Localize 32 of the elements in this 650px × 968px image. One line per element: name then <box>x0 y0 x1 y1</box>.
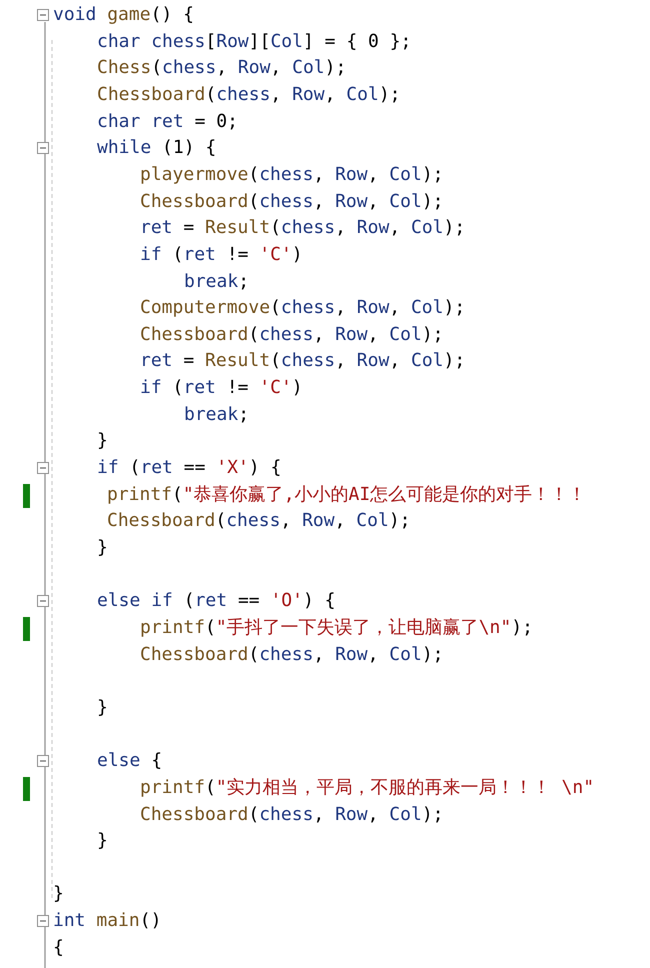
code-line: Chessboard(chess, Row, Col); <box>140 190 444 213</box>
code-line: else if (ret == 'O') { <box>97 590 336 612</box>
code-line: if (ret != 'C') <box>140 244 303 266</box>
code-line: Chessboard(chess, Row, Col); <box>140 804 444 826</box>
code-line: playermove(chess, Row, Col); <box>140 164 444 186</box>
code-line: char chess[Row][Col] = { 0 }; <box>97 30 412 53</box>
code-line: Chessboard(chess, Row, Col); <box>140 324 444 346</box>
code-line: Computermove(chess, Row, Col); <box>140 297 466 320</box>
code-line: Chessboard(chess, Row, Col); <box>107 510 410 532</box>
code-line: void game() { <box>53 4 194 26</box>
code-line: Chessboard(chess, Row, Col); <box>97 84 400 106</box>
code-line: } <box>53 883 64 906</box>
code-line: ret = Result(chess, Row, Col); <box>140 217 466 240</box>
code-line: break; <box>184 404 250 426</box>
code-line: Chess(chess, Row, Col); <box>97 57 346 80</box>
code-line: Chessboard(chess, Row, Col); <box>140 644 444 666</box>
code-line: } <box>97 430 108 452</box>
code-line: break; <box>184 270 250 292</box>
code-line: } <box>97 696 108 719</box>
code-line: { <box>53 936 64 959</box>
code-line: } <box>97 830 108 852</box>
code-line: if (ret == 'X') { <box>97 457 282 480</box>
code-line: char ret = 0; <box>97 110 238 133</box>
code-line: printf("恭喜你赢了,小小的AI怎么可能是你的对手！！！ <box>107 484 586 506</box>
code-line: ret = Result(chess, Row, Col); <box>140 350 466 372</box>
code-line: } <box>97 537 108 559</box>
code-line: int main() <box>53 910 162 932</box>
code-line: printf("实力相当，平局，不服的再来一局！！！ \n" <box>140 776 594 799</box>
code-line: printf("手抖了一下失误了，让电脑赢了\n"); <box>140 616 533 639</box>
code-line: while (1) { <box>97 137 216 160</box>
code-line: if (ret != 'C') <box>140 377 303 400</box>
code-line: else { <box>97 750 162 772</box>
